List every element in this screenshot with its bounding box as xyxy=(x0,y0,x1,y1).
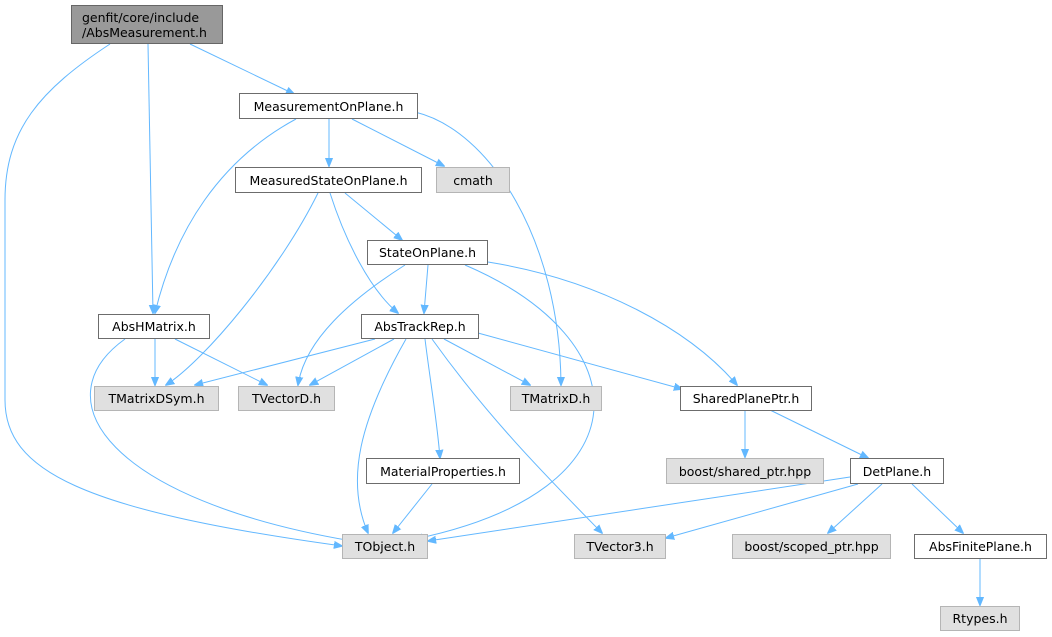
node-label: AbsHMatrix.h xyxy=(112,319,196,334)
node-rtypes[interactable]: Rtypes.h xyxy=(940,606,1020,631)
node-label: DetPlane.h xyxy=(862,463,932,479)
edge-abstrackrep-to-materialproperties xyxy=(424,338,440,458)
edge-stateonplane-to-tobject xyxy=(415,264,595,539)
node-abshmatrix[interactable]: AbsHMatrix.h xyxy=(98,314,210,339)
node-absmeasurement[interactable]: genfit/core/include /AbsMeasurement.h xyxy=(71,5,223,44)
node-label: TMatrixDSym.h xyxy=(108,391,205,406)
edge-absmeasurement-to-tobject xyxy=(4,43,342,546)
node-label: MeasurementOnPlane.h xyxy=(253,98,404,114)
node-absfiniteplane[interactable]: AbsFinitePlane.h xyxy=(914,534,1047,559)
edge-detplane-to-boostscopedptr xyxy=(828,483,883,533)
edge-measurementonplane-to-tmatrixd xyxy=(414,111,561,385)
node-cmath[interactable]: cmath xyxy=(436,167,510,193)
edge-stateonplane-to-abstrackrep xyxy=(424,264,428,313)
node-materialproperties[interactable]: MaterialProperties.h xyxy=(366,458,520,484)
node-label: Rtypes.h xyxy=(952,611,1008,626)
edge-detplane-to-tvector3 xyxy=(666,483,859,538)
edge-materialproperties-to-tobject xyxy=(393,483,433,533)
node-label: TMatrixD.h xyxy=(521,391,591,406)
node-label: boost/scoped_ptr.hpp xyxy=(744,539,879,554)
edge-stateonplane-to-tvectord xyxy=(298,264,406,385)
node-label: AbsFinitePlane.h xyxy=(929,539,1032,554)
edge-stateonplane-to-sharedplaneptr xyxy=(487,261,737,385)
edge-abshmatrix-to-tobject xyxy=(89,338,352,541)
edge-abstrackrep-to-tvectord xyxy=(310,338,395,385)
node-label: TObject.h xyxy=(354,539,416,554)
edge-measuredstateonplane-to-stateonplane xyxy=(344,192,402,240)
node-tmatrixd[interactable]: TMatrixD.h xyxy=(510,386,602,411)
node-tobject[interactable]: TObject.h xyxy=(342,534,428,559)
node-boostscopedptr[interactable]: boost/scoped_ptr.hpp xyxy=(732,534,891,559)
edge-measuredstateonplane-to-tmatrixdsym xyxy=(166,192,319,385)
edge-absmeasurement-to-measurementonplane xyxy=(189,43,294,94)
node-stateonplane[interactable]: StateOnPlane.h xyxy=(367,240,488,265)
node-boostsharedptr[interactable]: boost/shared_ptr.hpp xyxy=(666,458,824,484)
node-detplane[interactable]: DetPlane.h xyxy=(850,458,944,484)
node-label: MaterialProperties.h xyxy=(380,463,506,479)
node-label: MeasuredStateOnPlane.h xyxy=(249,172,408,188)
edge-detplane-to-absfiniteplane xyxy=(911,483,963,533)
edge-abstrackrep-to-tmatrixd xyxy=(443,338,530,385)
edge-sharedplaneptr-to-detplane xyxy=(769,409,868,458)
node-measurementonplane[interactable]: MeasurementOnPlane.h xyxy=(239,93,418,119)
edge-measurementonplane-to-cmath xyxy=(351,118,444,166)
node-label: TVector3.h xyxy=(586,539,654,554)
node-label: SharedPlanePtr.h xyxy=(692,391,800,406)
edge-absmeasurement-to-abshmatrix xyxy=(147,43,153,313)
node-label: boost/shared_ptr.hpp xyxy=(678,463,812,479)
node-measuredstateonplane[interactable]: MeasuredStateOnPlane.h xyxy=(235,167,422,193)
node-label: StateOnPlane.h xyxy=(378,245,477,260)
node-label: cmath xyxy=(453,172,493,188)
edge-abstrackrep-to-tvector3 xyxy=(431,338,602,533)
edge-measurementonplane-to-abshmatrix xyxy=(155,118,297,313)
edge-measuredstateonplane-to-abstrackrep xyxy=(329,192,398,313)
edge-abstrackrep-to-tmatrixdsym xyxy=(195,338,376,385)
edge-abstrackrep-to-sharedplaneptr xyxy=(477,332,682,389)
edge-abstrackrep-to-tobject xyxy=(356,338,407,533)
edge-detplane-to-tobject xyxy=(428,476,851,541)
node-label: AbsTrackRep.h xyxy=(374,319,466,334)
edge-abshmatrix-to-tvectord xyxy=(174,338,267,385)
node-tmatrixdsym[interactable]: TMatrixDSym.h xyxy=(94,386,219,411)
node-tvectord[interactable]: TVectorD.h xyxy=(238,386,335,411)
node-abstrackrep[interactable]: AbsTrackRep.h xyxy=(361,314,479,339)
node-absmeasurement-line2: /AbsMeasurement.h xyxy=(82,24,207,40)
node-label: TVectorD.h xyxy=(252,391,321,406)
node-absmeasurement-line1: genfit/core/include xyxy=(82,9,200,25)
node-tvector3[interactable]: TVector3.h xyxy=(574,534,666,559)
node-sharedplaneptr[interactable]: SharedPlanePtr.h xyxy=(680,386,812,411)
